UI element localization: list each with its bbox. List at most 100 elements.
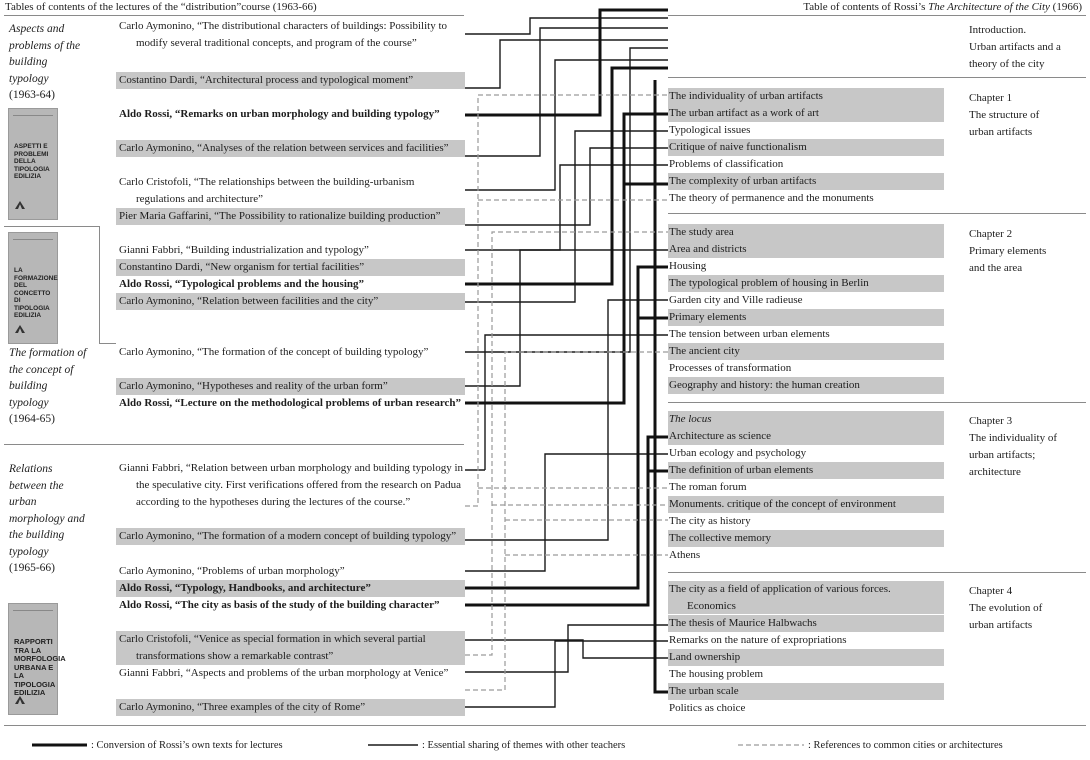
topic-item: Remarks on the nature of expropriations	[669, 634, 847, 646]
lecture-item: Carlo Aymonino, “The formation of a mode…	[116, 528, 465, 545]
lecture-item: Aldo Rossi, “Typology, Handbooks, and ar…	[116, 580, 465, 597]
lecture-item: Carlo Aymonino, “Relation between facili…	[116, 293, 465, 310]
topic-item: The housing problem	[669, 668, 764, 680]
connection-line-thick	[646, 437, 668, 473]
lecture-item: Aldo Rossi, “The city as basis of the st…	[119, 599, 440, 611]
chapter-intro: Introduction. Urban artifacts and a theo…	[969, 22, 1087, 73]
connection-line	[465, 27, 668, 157]
right-header-book-title: The Architecture of the City	[928, 1, 1050, 13]
topic-item: Problems of classification	[669, 158, 784, 170]
legend-thin: : Essential sharing of themes with other…	[368, 735, 625, 755]
lecture-item: Carlo Cristofoli, “Venice as special for…	[116, 631, 465, 665]
lecture-item: Carlo Aymonino, “Problems of urban morph…	[119, 565, 345, 577]
topic-item: Athens	[669, 549, 701, 561]
connection-line	[465, 17, 668, 35]
topic-item: The study area	[668, 224, 944, 241]
topic-item: Primary elements	[668, 309, 944, 326]
connection-line-thick	[653, 80, 668, 694]
cover-title: RAPPORTI TRA LA MORFOLOGIA URBANA E LA T…	[14, 637, 66, 697]
topic-item: Politics as choice	[669, 702, 746, 714]
lecture-item: Carlo Aymonino, “Hypotheses and reality …	[116, 378, 465, 395]
chapter-1: Chapter 1 The structure of urban artifac…	[969, 90, 1087, 141]
chapter-line: Chapter 2	[969, 228, 1013, 240]
chapter-line: Chapter 3	[969, 415, 1013, 427]
chapter-line: architecture	[969, 466, 1021, 478]
connections-thin	[465, 17, 668, 708]
right-header-suffix: (1966)	[1049, 1, 1082, 13]
course-cover-1964: LA FORMAZIONE DEL CONCETTO DI TIPOLOGIA …	[8, 232, 58, 344]
chapter-line: Urban artifacts and a	[969, 41, 1061, 53]
course-year: (1963-64)	[9, 89, 55, 101]
topic-item: Monuments. critique of the concept of en…	[668, 496, 944, 513]
chapter-line: The structure of	[969, 109, 1040, 121]
legend-thick-swatch	[32, 743, 87, 747]
topic-item: The definition of urban elements	[668, 462, 944, 479]
topic-item: The theory of permanence and the monumen…	[669, 192, 874, 204]
connection-line-thick	[465, 265, 668, 590]
topic-item: Area and districts	[668, 241, 944, 258]
topic-line: The city as a field of application of va…	[669, 583, 891, 595]
topic-item: The collective memory	[668, 530, 944, 547]
topic-item: Urban ecology and psychology	[669, 447, 807, 459]
chapter-3: Chapter 3 The individuality of urban art…	[969, 413, 1087, 481]
topic-item: Processes of transformation	[669, 362, 792, 374]
topic-item: Housing	[669, 260, 707, 272]
connections-dashed	[465, 94, 668, 691]
connection-line-thick	[465, 112, 668, 405]
lecture-item: Carlo Aymonino, “The distributional char…	[119, 20, 448, 49]
connections-thick	[465, 8, 668, 694]
topic-item: Typological issues	[669, 124, 751, 136]
chapter-line: Primary elements	[969, 245, 1047, 257]
course-label-1964: The formation of the concept of building…	[9, 345, 89, 428]
right-header-prefix: Table of contents of Rossi’s	[803, 1, 929, 13]
course-label-1965: Relations between the urban morphology a…	[9, 461, 89, 577]
connection-line	[465, 39, 668, 89]
legend-label: : References to common cities or archite…	[808, 739, 1003, 751]
connection-line	[465, 453, 668, 572]
lecture-item: Aldo Rossi, “Typological problems and th…	[119, 278, 365, 290]
right-header: Table of contents of Rossi’s The Archite…	[803, 1, 1082, 13]
lecture-item: Aldo Rossi, “Lecture on the methodologic…	[119, 397, 462, 409]
chapter-line: urban artifacts;	[969, 449, 1036, 461]
chapter-divider	[668, 213, 1086, 214]
lecture-item: Carlo Aymonino, “Three examples of the c…	[116, 699, 465, 716]
connection-line-thick	[465, 66, 668, 286]
topic-item: Critique of naive functionalism	[668, 139, 944, 156]
left-header-rule	[4, 15, 464, 16]
legend-label: : Conversion of Rossi’s own texts for le…	[91, 739, 283, 751]
chapter-2: Chapter 2 Primary elements and the area	[969, 226, 1087, 277]
connection-line-thick	[622, 114, 668, 186]
lecture-item: Gianni Fabbri, “Building industrializati…	[119, 244, 369, 256]
topic-item: The ancient city	[668, 343, 944, 360]
topic-item: The tension between urban elements	[669, 328, 830, 340]
topic-item: The roman forum	[669, 481, 747, 493]
bracket-rule-bottom	[99, 343, 116, 344]
chapter-line: Introduction.	[969, 24, 1027, 36]
connection-line	[484, 334, 668, 470]
connection-line	[465, 147, 668, 226]
topic-item: The typological problem of housing in Be…	[668, 275, 944, 292]
topic-item: The city as a field of application of va…	[668, 581, 944, 615]
course-divider	[4, 444, 464, 445]
course-year: (1965-66)	[9, 562, 55, 574]
chapter-line: urban artifacts	[969, 126, 1033, 138]
lecture-item: Carlo Aymonino, “The formation of the co…	[119, 346, 429, 358]
chapter-4: Chapter 4 The evolution of urban artifac…	[969, 583, 1087, 634]
topic-item: The city as history	[669, 515, 751, 527]
legend-dashed: : References to common cities or archite…	[738, 735, 1003, 755]
course-year: (1964-65)	[9, 413, 55, 425]
lecture-item: Aldo Rossi, “Remarks on urban morphology…	[119, 108, 440, 120]
connection-line-dashed	[465, 351, 668, 691]
topic-item: Geography and history: the human creatio…	[668, 377, 944, 394]
connection-line-thick	[465, 8, 668, 117]
topic-item: The thesis of Maurice Halbwachs	[668, 615, 944, 632]
course-label-1963: Aspects and problems of the building typ…	[9, 21, 89, 104]
topic-item: The individuality of urban artifacts	[668, 88, 944, 105]
lecture-item: Constantino Dardi, “New organism for ter…	[116, 259, 465, 276]
topic-item: The urban scale	[668, 683, 944, 700]
chapter-divider	[668, 402, 1086, 403]
connection-line-dashed	[465, 94, 668, 507]
bracket-rule	[99, 226, 100, 344]
chapter-line: Chapter 1	[969, 92, 1013, 104]
